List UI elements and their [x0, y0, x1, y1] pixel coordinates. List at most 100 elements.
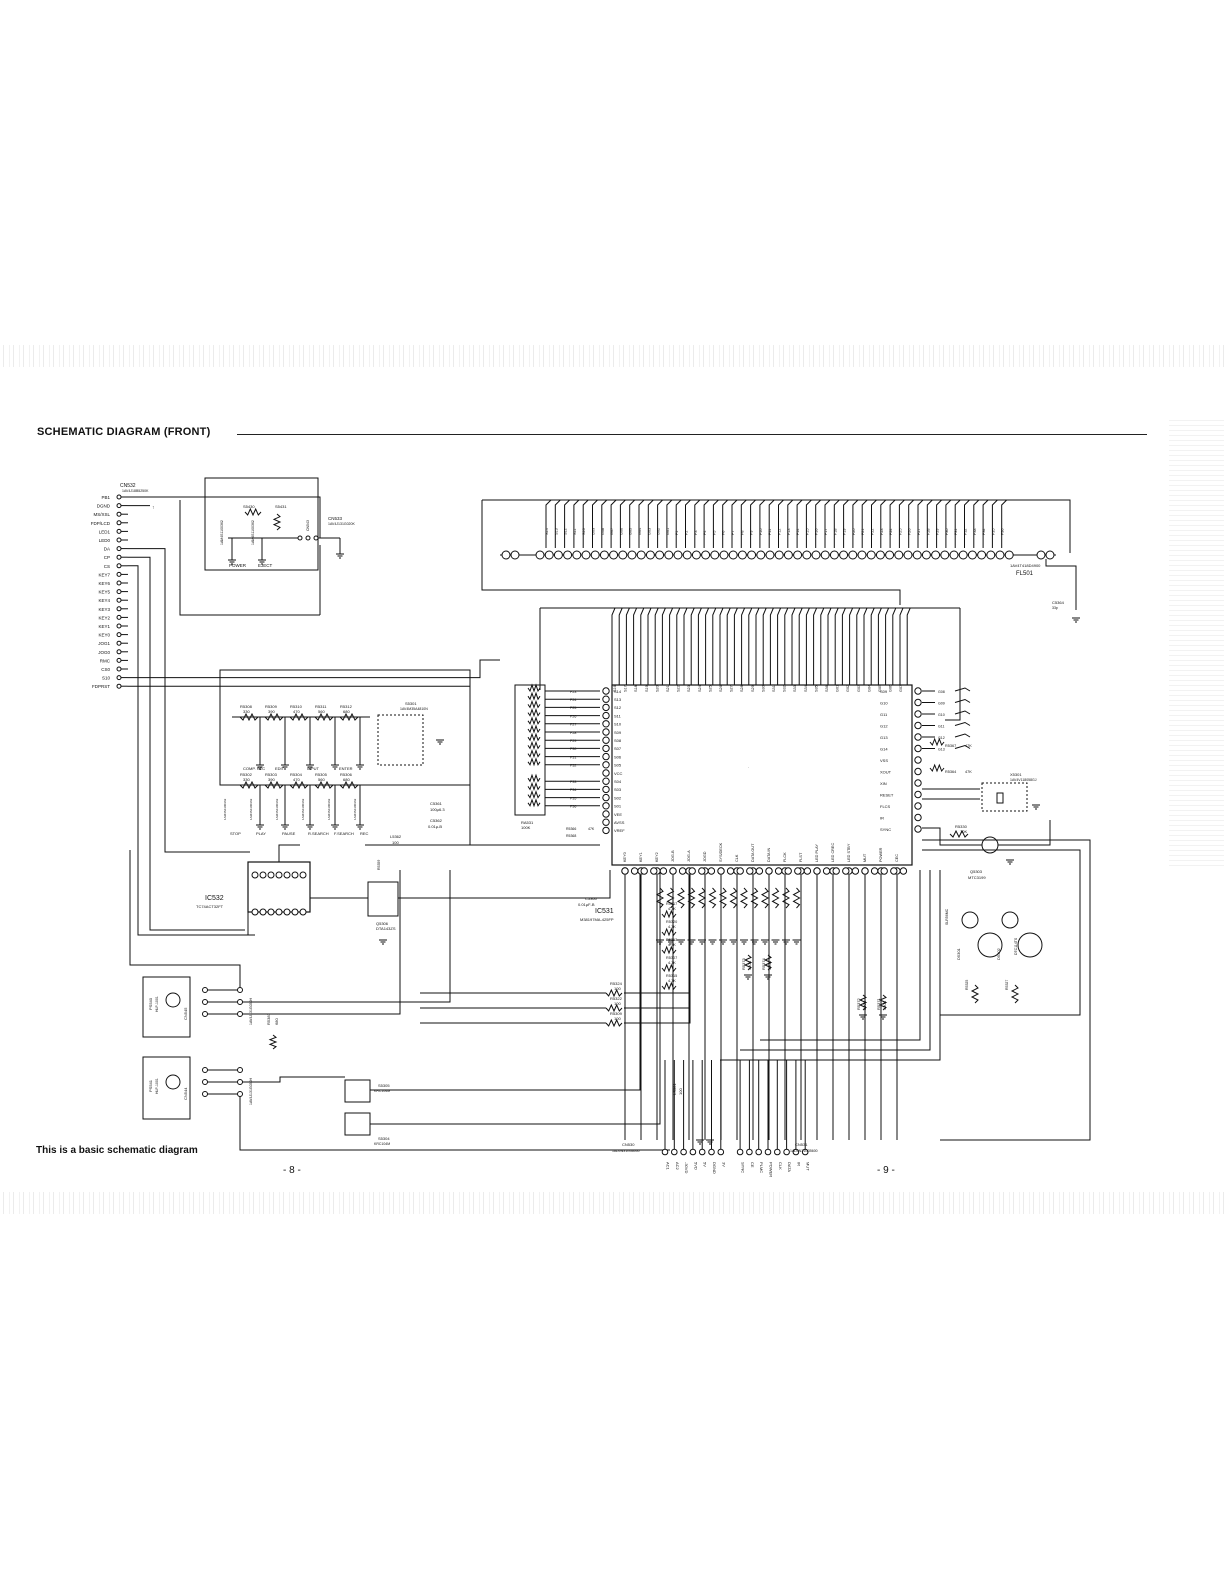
cn545-ref: CN545 — [183, 1007, 188, 1020]
bottom-connector-pin-label: CE — [750, 1162, 755, 1168]
cn532-pin-label: LED0 — [99, 538, 111, 543]
fl501-seg-label: F22 — [871, 528, 875, 535]
fl501-seg-label: F6 — [722, 531, 726, 535]
ic531-top-bracket — [647, 607, 652, 685]
fl501-seg-bracket — [731, 499, 738, 548]
bottom-connector-pin-label: SYNC — [741, 1162, 746, 1173]
bottom-connector-pin — [792, 1148, 800, 1156]
wire — [398, 870, 611, 899]
fl501-pin — [958, 550, 968, 560]
ic531-top-bracket — [805, 607, 810, 685]
ic531-bottom-pin-b — [669, 867, 677, 875]
ic532-top-pin — [299, 871, 307, 879]
cn532-pin — [116, 623, 122, 629]
wire — [1045, 559, 1077, 610]
power-eject-box — [204, 477, 319, 571]
l5362-val: 100 — [392, 840, 399, 845]
ic531-port-label: P24 — [570, 698, 576, 702]
bottom-connector-pin-label: IR — [796, 1162, 801, 1166]
ic531-right-pin-label: S09 — [880, 689, 888, 694]
fl501-seg-label: S13 — [554, 528, 558, 535]
fl501-seg-bracket — [610, 499, 617, 548]
cn532-pin-label: KEY2 — [98, 615, 110, 620]
pulldown-label: R5373 — [741, 957, 746, 970]
grid-label: G11 — [938, 724, 945, 728]
fl501-seg-label: F14 — [796, 528, 800, 535]
q5306-box — [367, 881, 399, 917]
fl501-seg-label: F25 — [898, 528, 902, 535]
fl501-seg-label: F26 — [908, 528, 912, 535]
ic531-bottom-pin-b — [794, 867, 802, 875]
pullup-res — [661, 909, 677, 919]
fl501-seg-label: S12 — [564, 528, 568, 535]
ra531-element — [527, 732, 541, 742]
ic531-left-pin-label: S06 — [614, 754, 622, 759]
ic531-right-pin — [914, 756, 922, 764]
ic531-top-bracket — [892, 607, 897, 685]
cn532-pin — [116, 520, 122, 526]
cn532-pin-label: CS — [104, 564, 110, 569]
ic531-left-pin-label: S01 — [614, 804, 622, 809]
labels: CN5321AV4J18B5250KPB1DGNDMS/XSLFDP/LCDLE… — [91, 483, 1065, 1177]
fl501-seg-label: F15 — [805, 528, 809, 535]
ic531-top-pin-label: S35 — [814, 685, 818, 692]
fl501-seg-label: F33 — [973, 528, 977, 535]
ic531-left-pin-label: AVSS — [614, 820, 625, 825]
fl501-seg-bracket — [954, 499, 961, 548]
bottom-connector-pin — [698, 1148, 706, 1156]
ic531-left-pin — [602, 687, 610, 695]
fl501-seg-bracket — [908, 499, 915, 548]
ic531-port-label: P31 — [570, 755, 576, 759]
ic531-bottom-pin-label: FLCK — [783, 852, 787, 862]
key-bot-res — [314, 780, 334, 790]
ra531-element — [527, 724, 541, 734]
ic531-top-bracket — [669, 607, 674, 685]
grid-bracket — [954, 710, 971, 715]
ic531-top-pin-label: S19 — [645, 685, 649, 692]
key-bot-res-val: 390 — [268, 777, 275, 782]
key-bot-res — [289, 780, 309, 790]
fl501-seg-bracket — [815, 499, 822, 548]
ic531-top-bracket — [849, 607, 854, 685]
cn532-pin — [116, 511, 122, 517]
ra531-element — [527, 790, 541, 800]
key-bot-res — [264, 780, 284, 790]
fl501-pin — [710, 550, 720, 560]
ic531-bottom-pin-label: JOGD — [703, 851, 707, 862]
bottom-connector-pin-label: 5VD — [693, 1162, 698, 1170]
cn532-pin-label: KEY3 — [98, 607, 110, 612]
ic531-left-pin — [602, 695, 610, 703]
pullup-val: 4.7K — [668, 943, 676, 947]
ic531-left-pin-label: S09 — [614, 730, 622, 735]
ic531-right-pin — [914, 721, 922, 730]
cn532-part: 1AV4J18B5250K — [122, 489, 149, 493]
ic531-bottom-pin-b — [861, 867, 869, 875]
cn532-pin-label: CP — [104, 555, 110, 560]
ic531-left-pin-label: S02 — [614, 795, 622, 800]
pullup-label: R5313 — [666, 938, 677, 942]
fl501-pin — [875, 550, 885, 560]
ic531-bottom-pin-b — [890, 867, 898, 875]
ic531-bottom-pin-label: LED CREC — [831, 843, 835, 862]
ic531-bottom-pin-label: CEC — [895, 854, 899, 862]
s5430-label: S5430 — [243, 504, 255, 509]
fl501-seg-bracket — [982, 499, 989, 548]
cn532-pin-label: JOG0 — [98, 650, 110, 655]
fl501-seg-label: G01 — [666, 528, 670, 535]
cn532-pin — [116, 640, 122, 646]
x5301-dashed-box — [981, 782, 1028, 812]
ic531-top-bracket — [640, 607, 645, 685]
cn532-pin-label: KEY6 — [98, 581, 110, 586]
bottom-connector-pin — [774, 1148, 781, 1156]
bottom-connector-pin — [783, 1148, 790, 1156]
fl501-pin — [931, 550, 941, 560]
ic531-top-pin-label: G07 — [899, 685, 903, 692]
pullup-val: 4.7K — [668, 907, 676, 911]
fl501-seg-bracket — [629, 499, 636, 548]
cn530-part: 1AD0N31G36000 — [612, 1149, 640, 1153]
ic531-top-pin-label: S22 — [677, 685, 681, 692]
bottom-connector-pin — [661, 1148, 669, 1156]
ic531-left-pin — [602, 744, 610, 753]
fl501-pin — [627, 550, 637, 560]
